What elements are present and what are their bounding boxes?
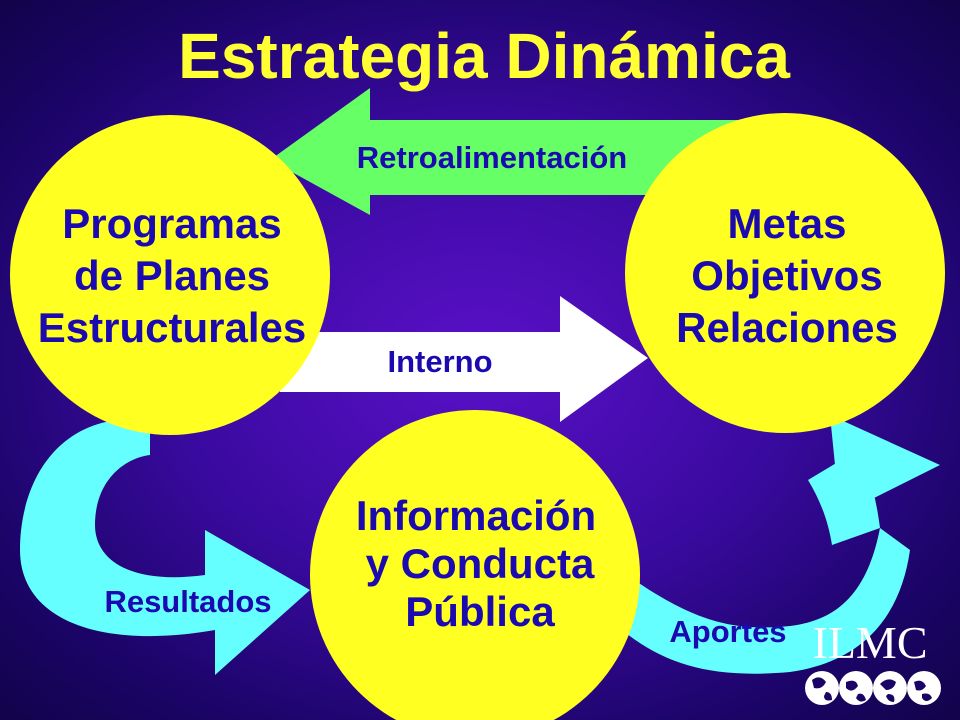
globe-icon xyxy=(907,671,941,705)
informacion-node-label: Información y Conducta Pública xyxy=(356,492,596,635)
programas-node-label: Programas de Planes Estructurales xyxy=(38,200,306,351)
informacion-line-1: Información xyxy=(356,492,596,539)
ilmc-logo: ILMC xyxy=(805,617,941,705)
metas-node-label: Metas Objetivos Relaciones xyxy=(676,200,898,351)
retroalimentacion-label: Retroalimentación xyxy=(357,140,627,175)
programas-circle xyxy=(10,115,330,435)
aportes-arrow-shaft xyxy=(808,450,880,545)
metas-line-1: Metas xyxy=(727,200,846,247)
metas-line-3: Relaciones xyxy=(676,304,898,351)
metas-line-2: Objetivos xyxy=(691,252,882,299)
programas-line-1: Programas xyxy=(62,200,281,247)
diagram-title: Estrategia Dinámica xyxy=(178,20,790,92)
informacion-line-2: y Conducta xyxy=(366,540,595,587)
metas-circle xyxy=(625,113,945,433)
resultados-arrow xyxy=(20,419,310,675)
ilmc-logo-text: ILMC xyxy=(813,617,928,668)
globe-icon xyxy=(839,671,873,705)
interno-label: Interno xyxy=(387,344,492,379)
globe-icon xyxy=(873,671,907,705)
aportes-label: Aportes xyxy=(669,614,786,649)
programas-line-3: Estructurales xyxy=(38,304,306,351)
informacion-line-3: Pública xyxy=(405,588,555,635)
resultados-label: Resultados xyxy=(104,584,271,619)
programas-line-2: de Planes xyxy=(74,252,270,299)
interno-arrow xyxy=(280,296,648,422)
informacion-circle xyxy=(310,410,640,720)
globe-icon xyxy=(805,671,839,705)
